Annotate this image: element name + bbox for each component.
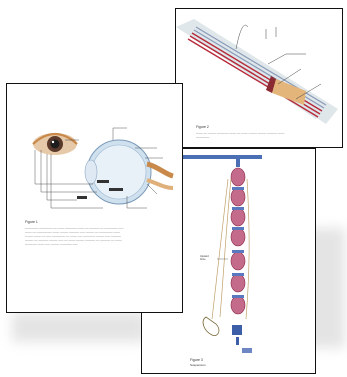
page-shadow xyxy=(12,312,147,342)
figure-caption: ____ __ _____ _______ ____ __ ____ _____… xyxy=(196,130,331,138)
figure-caption: Suspension xyxy=(190,363,206,367)
eye-anatomy-illustration xyxy=(7,84,184,314)
eye-anatomy-page[interactable]: Figure 1 ________ ________ __ ____ _____… xyxy=(6,83,183,313)
force-annotation: Upward force xyxy=(200,255,209,261)
figure-label: Figure 1 xyxy=(25,220,38,224)
figure-caption: ________ ________ __ ____ _______ ____ _… xyxy=(25,225,165,245)
figure-label: Figure 3 xyxy=(190,358,203,362)
figure-label: Figure 2 xyxy=(196,125,209,129)
muscle-fiber-page[interactable]: Figure 2 ____ __ _____ _______ ____ __ _… xyxy=(175,8,343,148)
